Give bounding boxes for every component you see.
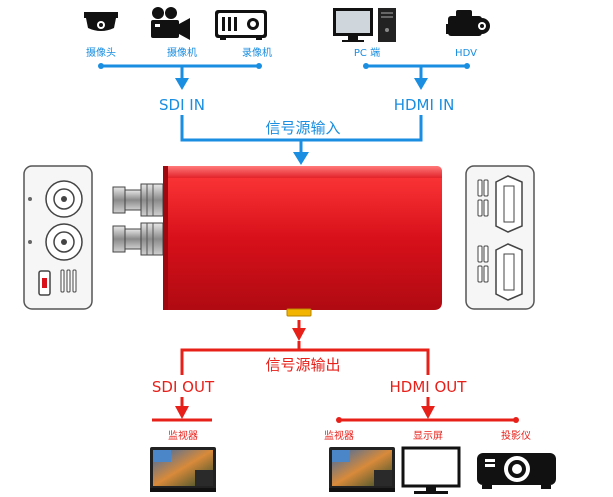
bnc-connector: [112, 183, 164, 217]
monitor-icon: [150, 447, 216, 492]
recorder-icon: [215, 10, 267, 40]
arrow-down-icon: [414, 78, 428, 90]
input-source-label: PC 端: [354, 46, 380, 59]
arrow-down-icon: [175, 406, 189, 419]
input-source-label: 摄像机: [167, 46, 197, 59]
left-end-panel: [23, 165, 93, 310]
input-nodes: [98, 63, 470, 69]
dome-camera-icon: [84, 12, 118, 31]
monitor-icon: [329, 447, 395, 492]
right-end-panel: [465, 165, 535, 310]
input-source-label: 摄像头: [86, 46, 116, 59]
output-device-label: 显示屏: [413, 430, 443, 442]
arrow-down-icon: [293, 152, 309, 165]
video-camera-icon: [151, 7, 190, 40]
output-device-label: 监视器: [168, 429, 198, 442]
sdi-in-label: SDI IN: [159, 96, 205, 114]
output-device-label: 投影仪: [501, 429, 531, 442]
output-nodes: [336, 417, 519, 423]
signal-input-label: 信号源输入: [265, 119, 340, 137]
projector-icon: [477, 453, 556, 489]
display-icon: [401, 446, 461, 494]
hdmi-in-label: HDMI IN: [394, 96, 455, 114]
sdi-out-label: SDI OUT: [152, 378, 215, 396]
input-source-label: 录像机: [242, 46, 272, 59]
bnc-connector: [112, 222, 164, 256]
arrow-down-icon: [421, 406, 435, 419]
input-connector-lines: [101, 64, 467, 154]
input-source-label: HDV: [455, 48, 477, 59]
camcorder-icon: [446, 10, 490, 36]
signal-output-label: 信号源输出: [265, 356, 340, 374]
hdmi-out-label: HDMI OUT: [390, 378, 468, 396]
converter-device: [112, 166, 442, 317]
desktop-pc-icon: [333, 8, 396, 42]
arrow-down-icon: [175, 78, 189, 90]
output-device-label: 监视器: [324, 429, 354, 442]
arrow-down-icon: [292, 328, 306, 341]
